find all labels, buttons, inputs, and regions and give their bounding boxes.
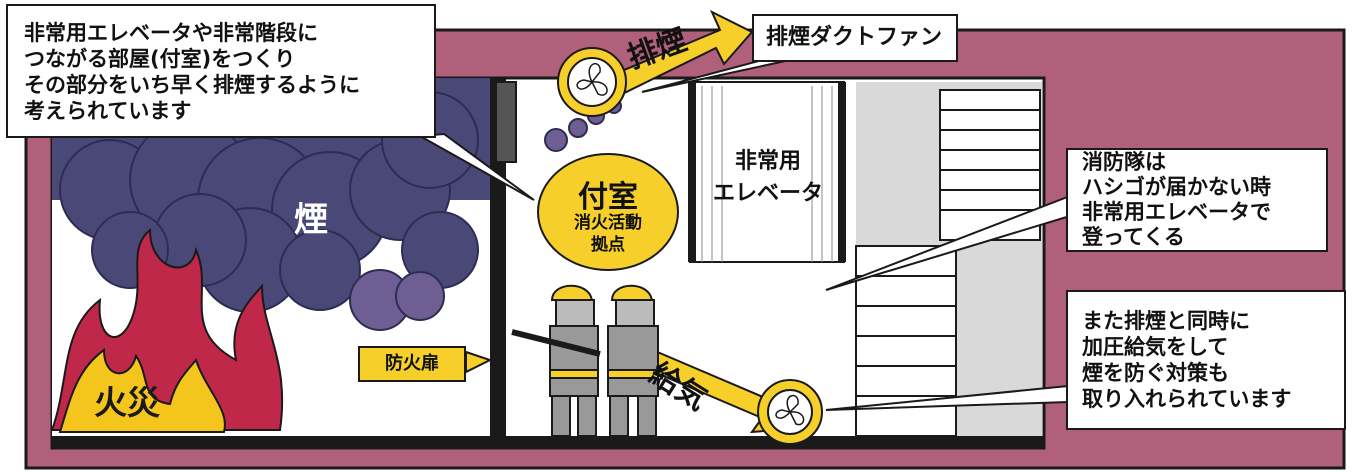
partition-wall xyxy=(490,78,506,438)
callout-exhaust-fan: 排煙ダクトファン xyxy=(752,14,958,62)
fire-door-pointer xyxy=(465,350,493,374)
supply-fan-icon xyxy=(757,379,823,445)
fire-door-panel xyxy=(495,81,517,163)
callout-line: 非常用エレベータや非常階段に xyxy=(24,21,318,45)
callout-line: 非常用エレベータで xyxy=(1082,200,1271,224)
elevator-frame-right xyxy=(838,82,846,262)
callout-line: また排煙と同時に xyxy=(1082,309,1250,333)
callout-line: 取り入れられています xyxy=(1082,387,1292,411)
callout-line: 考えられています xyxy=(24,99,192,123)
callout-firefighters: 消防隊は ハシゴが届かない時 非常用エレベータで 登ってくる xyxy=(1066,148,1328,252)
callout-line: 登ってくる xyxy=(1082,225,1185,249)
callout-line: 加圧給気をして xyxy=(1082,335,1229,359)
elevator-door-hatching xyxy=(701,86,833,262)
fire-icon xyxy=(50,227,284,433)
elevator-frame-left xyxy=(688,82,696,262)
callout-line: つながる部屋(付室)をつくり xyxy=(24,47,296,71)
vestibule-subtitle-line: 消火活動 xyxy=(574,213,642,233)
smoke-label: 煙 xyxy=(294,200,328,240)
vestibule-subtitle-line: 拠点 xyxy=(591,235,625,255)
elevator-label-line: 非常用 xyxy=(734,149,801,174)
smoke-cloud-icon xyxy=(59,91,479,331)
exhaust-arrow-icon xyxy=(598,9,754,102)
firefighter-icon xyxy=(511,284,659,437)
callout-pressurization: また排煙と同時に 加圧給気をして 煙を防ぐ対策も 取り入れられています xyxy=(1066,290,1346,430)
elevator-shaft xyxy=(689,81,845,263)
floor-slab xyxy=(52,436,1044,448)
vestibule-subtitle: 消火活動 拠点 xyxy=(548,212,668,256)
callout-vestibule-explanation: 非常用エレベータや非常階段に つながる部屋(付室)をつくり その部分をいち早く排… xyxy=(6,4,436,138)
vestibule-badge xyxy=(537,153,679,271)
fan-icon xyxy=(557,47,627,117)
elevator-label: 非常用 エレベータ xyxy=(700,146,836,210)
callout-line: ハシゴが届かない時 xyxy=(1082,175,1271,199)
callout-line: その部分をいち早く排煙するように xyxy=(24,73,360,97)
fire-door-label: 防火扉 xyxy=(358,346,466,382)
vestibule-title: 付室 xyxy=(578,180,638,215)
fire-label: 火災 xyxy=(94,383,160,422)
elevator-label-line: エレベータ xyxy=(712,181,823,206)
callout-line: 消防隊は xyxy=(1082,150,1166,174)
callout-line: 煙を防ぐ対策も xyxy=(1082,361,1229,385)
